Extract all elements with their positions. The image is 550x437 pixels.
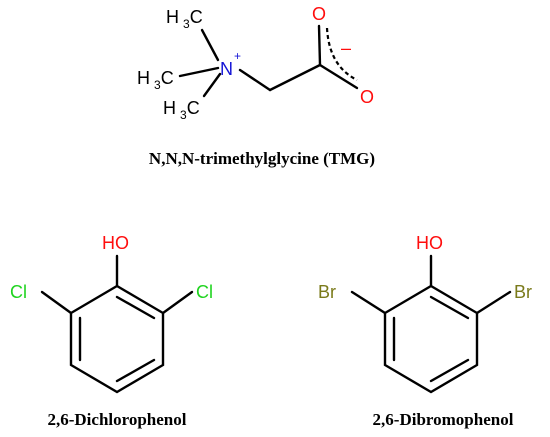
tmg-bond-c-o-top — [317, 24, 322, 67]
dibromophenol-bond-br-left — [350, 290, 387, 315]
dibromophenol-caption: 2,6-Dibromophenol — [373, 410, 514, 429]
tmg-bond-methyl-top — [200, 28, 220, 62]
dichlorophenol-double-bond-1 — [115, 295, 156, 320]
tmg-methyl-left-text: H — [137, 68, 150, 88]
dichlorophenol-bond-cl-left — [40, 290, 73, 315]
tmg-caption: N,N,N-trimethylglycine (TMG) — [149, 149, 375, 168]
dichlorophenol-chlorine-left: Cl — [10, 282, 27, 302]
tmg-methyl-left-label: H 3C — [137, 68, 174, 92]
tmg-methyl-bottom-text: H — [163, 98, 176, 118]
dibromophenol-structure: HO Br Br 2,6-Dibromophenol — [318, 233, 532, 429]
tmg-bond-ch2-c — [268, 63, 322, 92]
methyl-subscript: 3 — [183, 17, 190, 31]
dibromophenol-double-bond-2 — [429, 358, 470, 383]
dibromophenol-ring — [383, 284, 479, 394]
dichlorophenol-caption: 2,6-Dichlorophenol — [47, 410, 186, 429]
tmg-bond-methyl-bottom — [202, 72, 222, 98]
tmg-bond-c-o-bottom — [318, 63, 359, 90]
dibromophenol-bromine-left: Br — [318, 282, 336, 302]
tmg-methyl-top-label: H 3C — [166, 7, 203, 31]
methyl-subscript: 3 — [180, 108, 187, 122]
methyl-subscript: 3 — [154, 78, 161, 92]
tmg-methyl-bottom-label: H 3C — [163, 98, 200, 122]
methyl-carbon: C — [190, 7, 203, 27]
dibromophenol-double-bond-1 — [429, 295, 470, 320]
methyl-carbon: C — [161, 68, 174, 88]
methyl-carbon: C — [187, 98, 200, 118]
dichlorophenol-double-bond-2 — [115, 358, 156, 383]
dichlorophenol-ring — [69, 284, 165, 394]
tmg-bond-n-ch2 — [238, 68, 272, 92]
dichlorophenol-bond-cl-right — [161, 290, 194, 315]
tmg-nitrogen-atom: N — [220, 59, 233, 79]
dichlorophenol-structure: HO Cl Cl 2,6-Dichlorophenol — [10, 233, 213, 429]
tmg-methyl-top-text: H — [166, 7, 179, 27]
dibromophenol-bond-br-right — [475, 290, 512, 315]
dichlorophenol-chlorine-right: Cl — [196, 282, 213, 302]
tmg-nitrogen-charge: + — [234, 49, 241, 63]
tmg-carboxylate-charge: – — [341, 38, 351, 58]
tmg-oxygen-bottom: O — [360, 87, 374, 107]
tmg-bond-methyl-left — [178, 66, 220, 78]
tmg-delocalized-bond — [325, 27, 358, 81]
dibromophenol-bromine-right: Br — [514, 282, 532, 302]
dibromophenol-hydroxyl: HO — [416, 233, 443, 253]
tmg-oxygen-top: O — [312, 4, 326, 24]
dichlorophenol-hydroxyl: HO — [102, 233, 129, 253]
tmg-structure: H 3C H 3C H 3C N + O O – N,N,N-trimethyl… — [137, 4, 375, 168]
